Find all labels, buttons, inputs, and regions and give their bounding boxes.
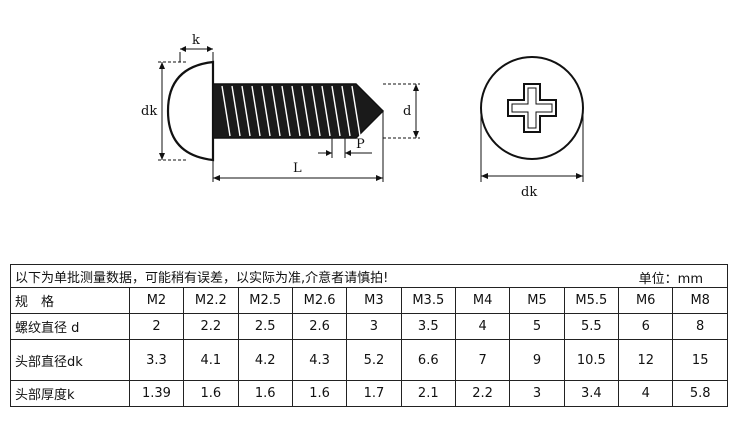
cell: 15 bbox=[672, 339, 728, 381]
cell: M2.5 bbox=[237, 287, 293, 314]
spec-table: 以下为单批测量数据，可能稍有误差，以实际为准,介意者请慎拍! 单位：mm 规 格… bbox=[10, 264, 728, 407]
cell: M2 bbox=[128, 287, 185, 314]
thread-crest bbox=[301, 85, 311, 137]
label-dk-top: dk bbox=[521, 185, 537, 200]
thread-lines bbox=[221, 85, 361, 137]
row-label: 规 格 bbox=[10, 287, 130, 314]
cell: 3 bbox=[346, 313, 402, 340]
row-label: 头部厚度k bbox=[10, 380, 130, 407]
cell: 3.5 bbox=[400, 313, 456, 340]
cell: 2 bbox=[128, 313, 185, 340]
phillips-cross-icon bbox=[507, 83, 557, 133]
cell: M8 bbox=[672, 287, 728, 314]
note-row: 以下为单批测量数据，可能稍有误差，以实际为准,介意者请慎拍! 单位：mm bbox=[10, 264, 728, 288]
thread-crest bbox=[251, 85, 261, 137]
cell: 1.6 bbox=[291, 380, 348, 407]
cell: 9 bbox=[509, 339, 565, 381]
thread-crest bbox=[341, 85, 351, 137]
cell: M3.5 bbox=[400, 287, 456, 314]
cell: M3 bbox=[346, 287, 402, 314]
measurement-note: 以下为单批测量数据，可能稍有误差，以实际为准,介意者请慎拍! bbox=[15, 270, 389, 286]
thread-crest bbox=[321, 85, 331, 137]
note-cell: 以下为单批测量数据，可能稍有误差，以实际为准,介意者请慎拍! 单位：mm bbox=[10, 264, 728, 288]
side-view bbox=[158, 46, 420, 182]
cell: 5.2 bbox=[346, 339, 402, 381]
thread-crest bbox=[331, 85, 341, 137]
cell: 1.6 bbox=[183, 380, 239, 407]
cell: 2.1 bbox=[400, 380, 456, 407]
thread-crest bbox=[221, 85, 231, 137]
cell: 5.5 bbox=[563, 313, 620, 340]
screw-head-top bbox=[480, 56, 584, 160]
screw-shank bbox=[212, 83, 385, 139]
cell: 1.6 bbox=[237, 380, 293, 407]
cell: 3 bbox=[509, 380, 565, 407]
table-row: 规 格 M2 M2.2 M2.5 M2.6 M3 M3.5 M4 M5 M5.5… bbox=[10, 287, 728, 314]
label-p: P bbox=[356, 137, 365, 152]
cell: 1.7 bbox=[346, 380, 402, 407]
label-l: L bbox=[293, 161, 302, 176]
row-label: 头部直径dk bbox=[10, 339, 130, 381]
thread-crest bbox=[311, 85, 321, 137]
cell: 4.2 bbox=[237, 339, 293, 381]
screw-head-side bbox=[166, 60, 215, 162]
cell: 6.6 bbox=[400, 339, 456, 381]
cell: 12 bbox=[618, 339, 674, 381]
thread-crest bbox=[271, 85, 281, 137]
cell: 2.2 bbox=[183, 313, 239, 340]
label-dk-side: dk bbox=[141, 104, 157, 119]
cell: M5.5 bbox=[563, 287, 620, 314]
cell: M5 bbox=[509, 287, 565, 314]
cell: 6 bbox=[618, 313, 674, 340]
thread-crest bbox=[231, 85, 241, 137]
cell: M6 bbox=[618, 287, 674, 314]
cell: 1.39 bbox=[128, 380, 185, 407]
cell: M4 bbox=[454, 287, 511, 314]
table-row: 螺纹直径 d 2 2.2 2.5 2.6 3 3.5 4 5 5.5 6 8 bbox=[10, 313, 728, 340]
screw-drawing: k dk d P L dk bbox=[141, 33, 584, 200]
cell: 3.4 bbox=[563, 380, 620, 407]
row-label: 螺纹直径 d bbox=[10, 313, 130, 340]
cell: 2.2 bbox=[454, 380, 511, 407]
label-d: d bbox=[403, 104, 411, 119]
cell: M2.6 bbox=[291, 287, 348, 314]
cell: 2.5 bbox=[237, 313, 293, 340]
cell: 10.5 bbox=[563, 339, 620, 381]
cell: 4.3 bbox=[291, 339, 348, 381]
cell: 4 bbox=[454, 313, 511, 340]
thread-crest bbox=[281, 85, 291, 137]
thread-crest bbox=[241, 85, 251, 137]
cell: 3.3 bbox=[128, 339, 185, 381]
cell: M2.2 bbox=[183, 287, 239, 314]
cell: 7 bbox=[454, 339, 511, 381]
cell: 5.8 bbox=[672, 380, 728, 407]
label-k: k bbox=[192, 33, 200, 48]
cell: 5 bbox=[509, 313, 565, 340]
table-row: 头部厚度k 1.39 1.6 1.6 1.6 1.7 2.1 2.2 3 3.4… bbox=[10, 380, 728, 407]
cell: 2.6 bbox=[291, 313, 348, 340]
cell: 8 bbox=[672, 313, 728, 340]
table-row: 头部直径dk 3.3 4.1 4.2 4.3 5.2 6.6 7 9 10.5 … bbox=[10, 339, 728, 381]
cell: 4 bbox=[618, 380, 674, 407]
thread-crest bbox=[291, 85, 301, 137]
thread-crest bbox=[351, 85, 361, 137]
cell: 4.1 bbox=[183, 339, 239, 381]
unit-label: 单位：mm bbox=[638, 272, 703, 287]
top-view bbox=[480, 56, 584, 182]
thread-crest bbox=[261, 85, 271, 137]
